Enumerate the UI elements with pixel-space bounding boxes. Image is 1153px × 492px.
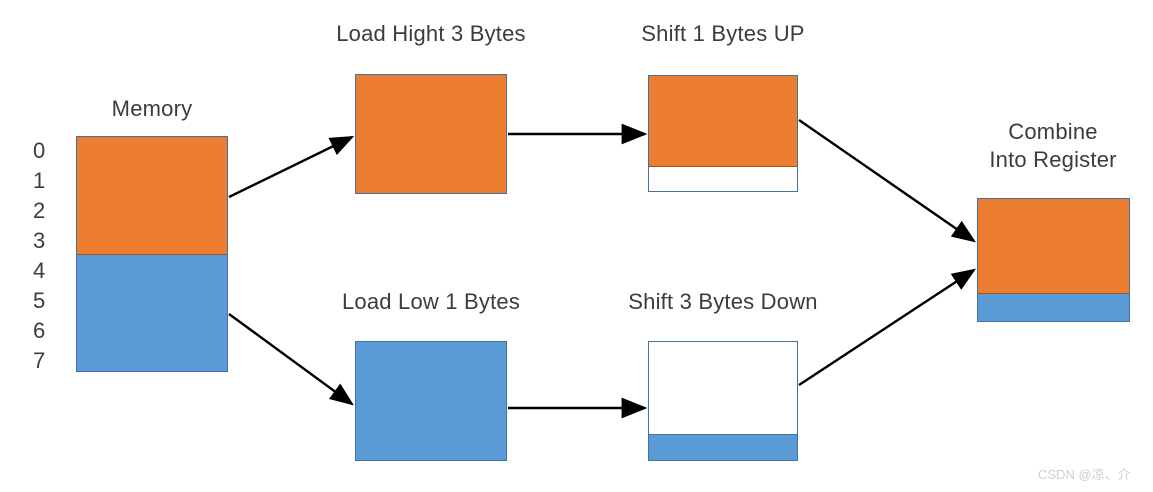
combine-segment-orange [978, 199, 1129, 294]
memory-block [76, 136, 228, 372]
memory-segment-high-bytes [77, 137, 227, 255]
load-low-block [355, 341, 507, 461]
shift-down-block [648, 341, 798, 461]
csdn-watermark: CSDN @凉、介 [1038, 467, 1131, 482]
arrow-memory-to-load-high [228, 135, 355, 199]
memory-title: Memory [111, 96, 193, 121]
memory-index-5: 5 [33, 288, 46, 313]
memory-index-2: 2 [33, 198, 46, 223]
shift-down-segment-blue [649, 435, 797, 460]
memory-index-1: 1 [33, 168, 46, 193]
stage-label-shift-up: Shift 1 Bytes UP [641, 21, 805, 46]
memory-index-6: 6 [33, 318, 46, 343]
memory-index-column: 0 1 2 3 4 5 6 7 [33, 140, 57, 372]
shift-up-block [648, 75, 798, 192]
shift-down-segment-empty [649, 342, 797, 435]
load-high-segment-orange [356, 75, 506, 193]
stage-label-load-high: Load Hight 3 Bytes [336, 21, 526, 46]
combine-title-line2: Into Register [989, 147, 1117, 172]
shift-up-segment-orange [649, 76, 797, 167]
memory-segment-low-bytes [77, 255, 227, 371]
shift-up-segment-empty [649, 167, 797, 191]
arrow-shift-up-to-combine [798, 119, 976, 243]
load-high-block [355, 74, 507, 194]
memory-index-7: 7 [33, 348, 46, 373]
stage-label-load-low: Load Low 1 Bytes [341, 289, 521, 314]
stage-label-shift-down: Shift 3 Bytes Down [628, 289, 818, 314]
memory-index-3: 3 [33, 228, 46, 253]
combine-register-block [977, 198, 1130, 322]
arrow-memory-to-load-low [228, 313, 354, 406]
combine-segment-blue [978, 294, 1129, 321]
memory-index-4: 4 [33, 258, 46, 283]
memory-index-0: 0 [33, 138, 46, 163]
load-low-segment-blue [356, 342, 506, 460]
combine-title-line1: Combine [1008, 119, 1098, 144]
